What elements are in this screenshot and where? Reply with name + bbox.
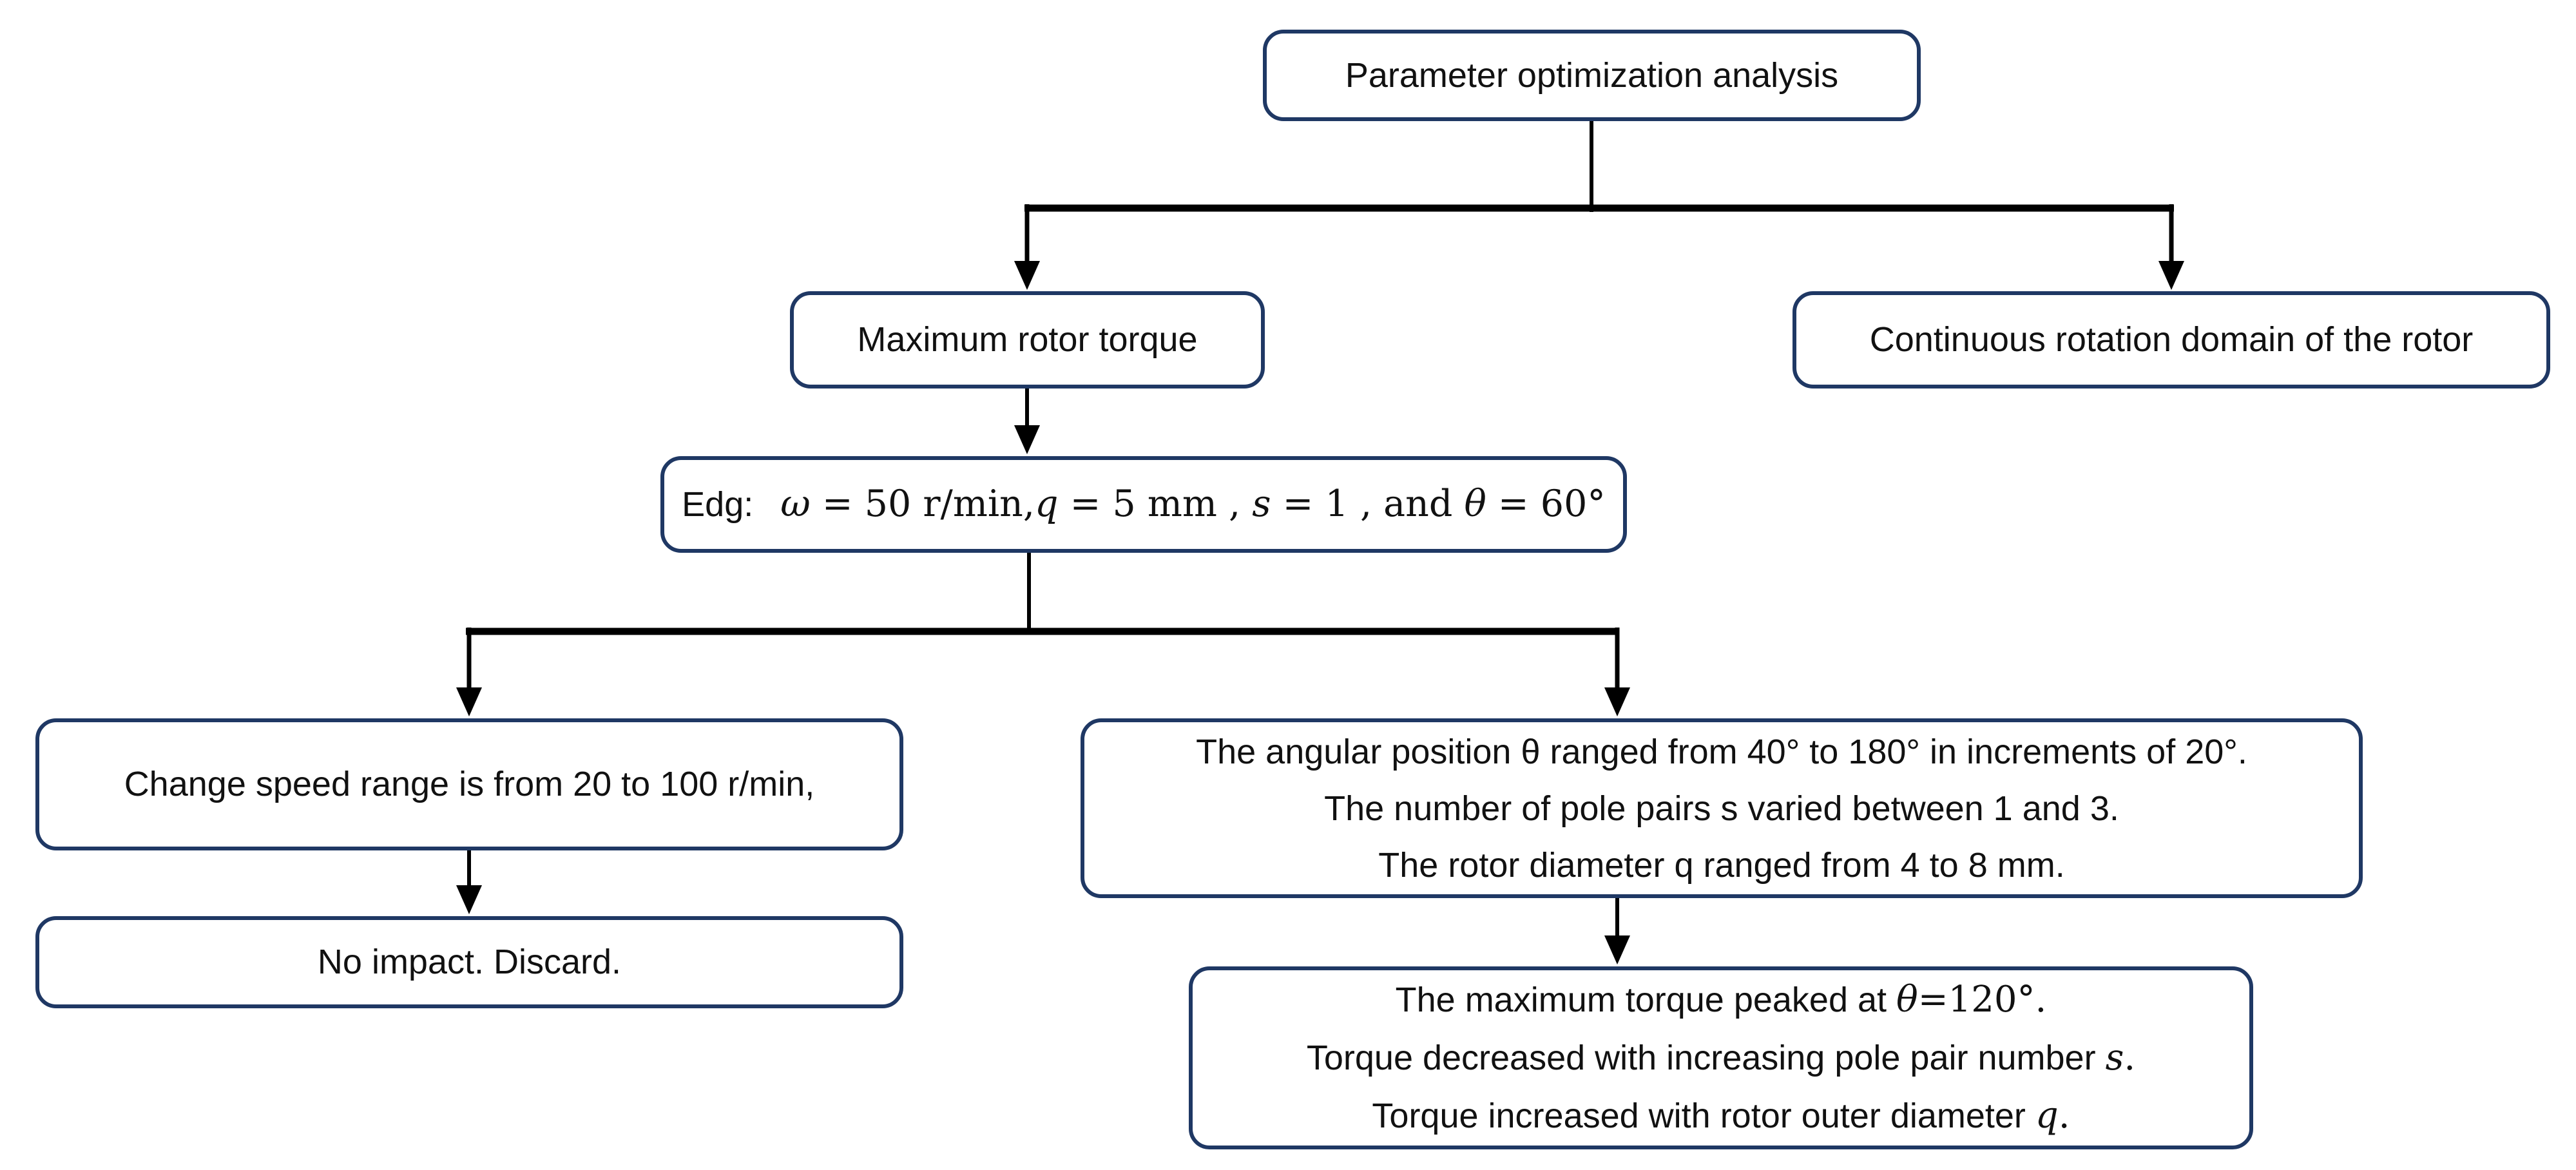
- sweep-line-2: The number of pole pairs s varied betwee…: [1324, 789, 2119, 828]
- node-edg-baseline-parameters: Edg: ω = 50 r/min,q = 5 mm , s = 1 , and…: [660, 456, 1627, 553]
- var-theta: θ: [1896, 979, 1918, 1021]
- arrowhead-max-torque: [1014, 261, 1040, 290]
- var-omega: ω: [780, 483, 811, 526]
- sweep-line-1: The angular position θ ranged from 40° t…: [1196, 732, 2247, 771]
- node-parameter-optimization: Parameter optimization analysis: [1263, 30, 1921, 121]
- arrowhead-no-impact: [456, 885, 482, 914]
- var-q: q: [2035, 1095, 2059, 1136]
- node-parameter-sweep: The angular position θ ranged from 40° t…: [1081, 718, 2363, 898]
- node-label: No impact. Discard.: [317, 943, 622, 981]
- node-no-impact-discard: No impact. Discard.: [35, 916, 903, 1008]
- result-line-3: Torque increased with rotor outer diamet…: [1372, 1095, 2070, 1136]
- arrowhead-sweep: [1604, 687, 1630, 716]
- node-change-speed-range: Change speed range is from 20 to 100 r/m…: [35, 718, 903, 850]
- arrowhead-speed: [456, 687, 482, 716]
- arrowhead-edg: [1014, 425, 1040, 454]
- result-line-2: Torque decreased with increasing pole pa…: [1306, 1037, 2136, 1079]
- var-theta: θ: [1464, 483, 1486, 526]
- node-multiline-text: The angular position θ ranged from 40° t…: [1196, 724, 2247, 894]
- node-label: Change speed range is from 20 to 100 r/m…: [124, 765, 815, 803]
- arrowhead-continuous: [2158, 261, 2184, 290]
- node-maximum-rotor-torque: Maximum rotor torque: [790, 291, 1265, 388]
- node-label: Parameter optimization analysis: [1345, 55, 1839, 95]
- sweep-line-3: The rotor diameter q ranged from 4 to 8 …: [1378, 845, 2065, 885]
- var-s: s: [1252, 483, 1271, 526]
- edg-formula: ω = 50 r/min,q = 5 mm , s = 1 , and θ = …: [780, 483, 1606, 526]
- edg-prefix: Edg:: [682, 484, 754, 524]
- arrowhead-result: [1604, 935, 1630, 964]
- node-continuous-rotation-domain: Continuous rotation domain of the rotor: [1793, 291, 2550, 388]
- node-label: Continuous rotation domain of the rotor: [1869, 320, 2474, 359]
- result-line-1: The maximum torque peaked at θ=120°.: [1395, 979, 2047, 1021]
- node-multiline-text: The maximum torque peaked at θ=120°. Tor…: [1307, 971, 2135, 1145]
- node-torque-results: The maximum torque peaked at θ=120°. Tor…: [1189, 966, 2253, 1149]
- node-label: Maximum rotor torque: [857, 320, 1198, 359]
- var-s: s: [2105, 1037, 2124, 1079]
- var-q: q: [1034, 483, 1059, 526]
